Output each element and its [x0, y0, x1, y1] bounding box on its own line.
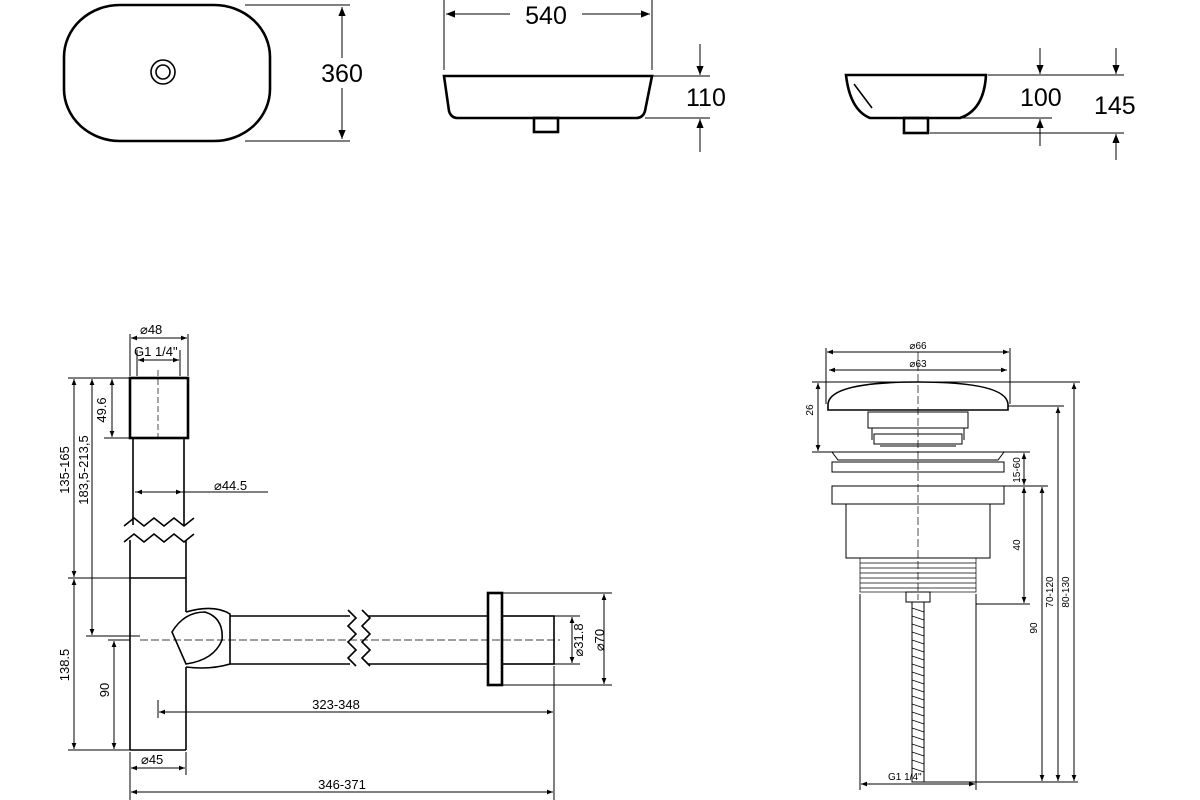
- siphon-bottom-diameter: ⌀45: [141, 752, 163, 767]
- siphon-range-inner: 183,5-213,5: [76, 435, 91, 504]
- siphon-horizontal-inner: 323-348: [312, 697, 360, 712]
- basin-total-height-label: 145: [1094, 92, 1136, 120]
- basin-front-view: 540 110: [442, 0, 726, 152]
- drain-range-total: 80-130: [1061, 576, 1072, 608]
- basin-side-view: 100 145: [844, 48, 1136, 160]
- siphon-top-diameter: ⌀48: [140, 322, 162, 337]
- drain-cap-height: 26: [805, 404, 816, 416]
- basin-side-height-label: 100: [1020, 84, 1062, 112]
- drain-drawing: ⌀66 ⌀63 26 15-60 40 90 70-120 80-130: [805, 341, 1080, 790]
- basin-top-view: 360: [62, 3, 368, 143]
- drain-cap-inner-diameter: ⌀63: [909, 359, 927, 370]
- siphon-drawing: ⌀48 G1 1/4" 49.6 135-165 183,5-213,5 ⌀44…: [57, 322, 612, 800]
- siphon-outlet-inner-diameter: ⌀31.8: [571, 623, 586, 656]
- siphon-top-section-label: 49.6: [94, 397, 109, 422]
- siphon-lower-height: 138.5: [57, 649, 72, 682]
- basin-length-label: 540: [525, 2, 567, 30]
- drain-stem-height: 90: [1029, 622, 1040, 634]
- drain-cap-outer-diameter: ⌀66: [909, 341, 927, 352]
- siphon-outlet-height: 90: [97, 683, 112, 697]
- siphon-thread-label: G1 1/4": [134, 344, 178, 359]
- drain-clamp-range: 15-60: [1012, 457, 1023, 483]
- siphon-tube-diameter: ⌀44.5: [214, 478, 247, 493]
- drain-range-mid: 70-120: [1045, 576, 1056, 608]
- siphon-horizontal-outer: 346-371: [318, 777, 366, 792]
- siphon-range-outer: 135-165: [57, 446, 72, 494]
- basin-height-label: 110: [686, 84, 726, 112]
- drain-thread-label: G1 1/4": [888, 772, 922, 783]
- basin-width-label: 360: [321, 60, 363, 88]
- siphon-outlet-flange-diameter: ⌀70: [592, 629, 607, 651]
- drain-body-height: 40: [1012, 539, 1023, 551]
